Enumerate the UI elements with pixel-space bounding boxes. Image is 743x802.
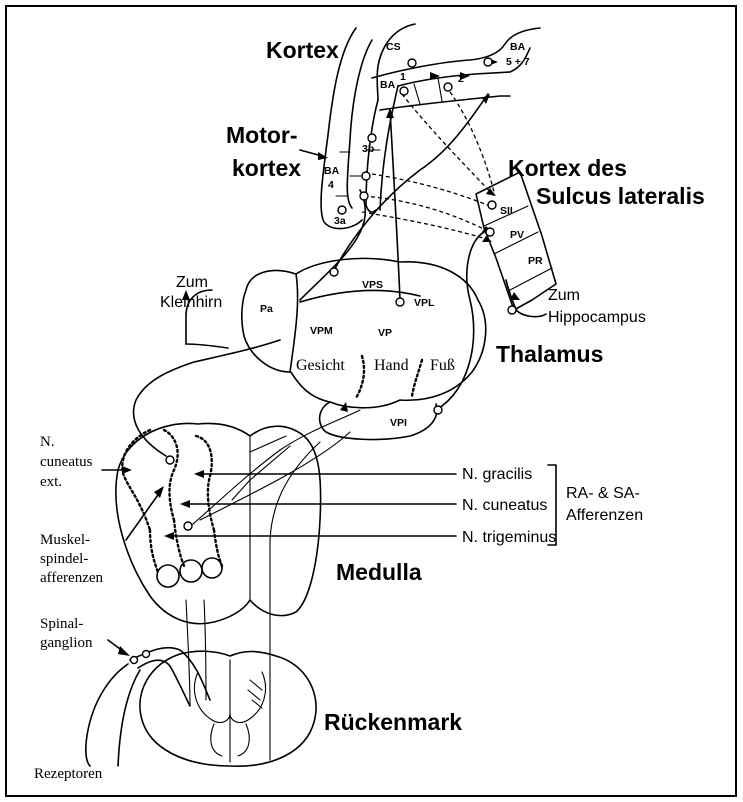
label-muskel-line2: spindel- <box>40 551 88 567</box>
neuron <box>131 657 138 664</box>
neuron <box>408 59 416 67</box>
neuron <box>488 201 496 209</box>
area-ba4-line1: BA <box>324 165 340 177</box>
neuron <box>184 522 192 530</box>
label-hand: Hand <box>374 357 409 374</box>
label-afferenzen-line1: RA- & SA- <box>566 485 640 502</box>
area-vps: VPS <box>362 279 383 291</box>
label-afferenzen-line2: Afferenzen <box>566 507 643 524</box>
label-gesicht: Gesicht <box>296 357 345 374</box>
neuron <box>368 134 376 142</box>
figure-frame <box>6 6 736 796</box>
area-2: 2 <box>458 73 464 85</box>
neuron <box>400 87 408 95</box>
area-ba57-line2: 5 + 7 <box>506 56 530 68</box>
label-medulla: Medulla <box>336 559 422 585</box>
neuron <box>486 228 494 236</box>
label-zum-hippocampus-line2: Hippocampus <box>548 309 646 326</box>
label-n-trigeminus: N. trigeminus <box>462 529 556 546</box>
neuron <box>484 58 492 66</box>
label-thalamus: Thalamus <box>496 341 603 367</box>
neuron <box>338 206 346 214</box>
label-spinalganglion-line2: ganglion <box>40 635 93 651</box>
label-n-cuneatus-ext-line1: N. <box>40 434 55 450</box>
area-vpm: VPM <box>310 325 333 337</box>
medulla-drawing <box>116 423 321 623</box>
label-n-cuneatus: N. cuneatus <box>462 497 547 514</box>
label-spinalganglion-line1: Spinal- <box>40 616 83 632</box>
label-zum-kleinhirn-line1: Zum <box>176 274 208 291</box>
area-ba57-line1: BA <box>510 41 526 53</box>
area-ba1: BA <box>380 79 396 91</box>
neuron <box>434 406 442 414</box>
label-fuss: Fuß <box>430 357 455 374</box>
label-zum-hippocampus-line1: Zum <box>548 287 580 304</box>
area-pv: PV <box>510 229 524 241</box>
label-zum-kleinhirn-line2: Kleinhirn <box>160 294 222 311</box>
label-rezeptoren: Rezeptoren <box>34 766 103 782</box>
label-motorkortex-line1: Motor- <box>226 122 298 148</box>
neuron <box>330 268 338 276</box>
label-n-gracilis: N. gracilis <box>462 466 532 483</box>
neuron <box>143 651 150 658</box>
label-muskel-line3: afferenzen <box>40 570 104 586</box>
area-pa: Pa <box>260 303 273 315</box>
area-3a: 3a <box>334 215 346 227</box>
label-muskel-line1: Muskel- <box>40 532 90 548</box>
neuron <box>444 83 452 91</box>
cortex-drawing <box>321 24 540 229</box>
area-pr: PR <box>528 255 543 267</box>
label-motorkortex-line2: kortex <box>232 155 301 181</box>
area-sii: SII <box>500 205 513 217</box>
area-cs: CS <box>386 41 401 53</box>
neuron <box>360 192 368 200</box>
area-vpi: VPI <box>390 417 407 429</box>
area-ba1-num: 1 <box>400 71 406 83</box>
arrowheads <box>182 58 520 412</box>
neuron <box>508 306 516 314</box>
label-kortex-sulcus-line1: Kortex des <box>508 155 627 181</box>
label-kortex: Kortex <box>266 37 339 63</box>
area-3b: 3b <box>362 143 374 155</box>
neuron <box>396 298 404 306</box>
spinal-cord-drawing <box>140 651 316 766</box>
area-vpl: VPL <box>414 297 435 309</box>
neuron <box>362 172 370 180</box>
area-vp: VP <box>378 327 392 339</box>
label-kortex-sulcus-line2: Sulcus lateralis <box>536 183 705 209</box>
neuron <box>166 456 174 464</box>
label-n-cuneatus-ext-line3: ext. <box>40 474 62 490</box>
label-rueckenmark: Rückenmark <box>324 709 462 735</box>
label-n-cuneatus-ext-line2: cuneatus <box>40 454 93 470</box>
area-ba4-line2: 4 <box>328 179 334 191</box>
